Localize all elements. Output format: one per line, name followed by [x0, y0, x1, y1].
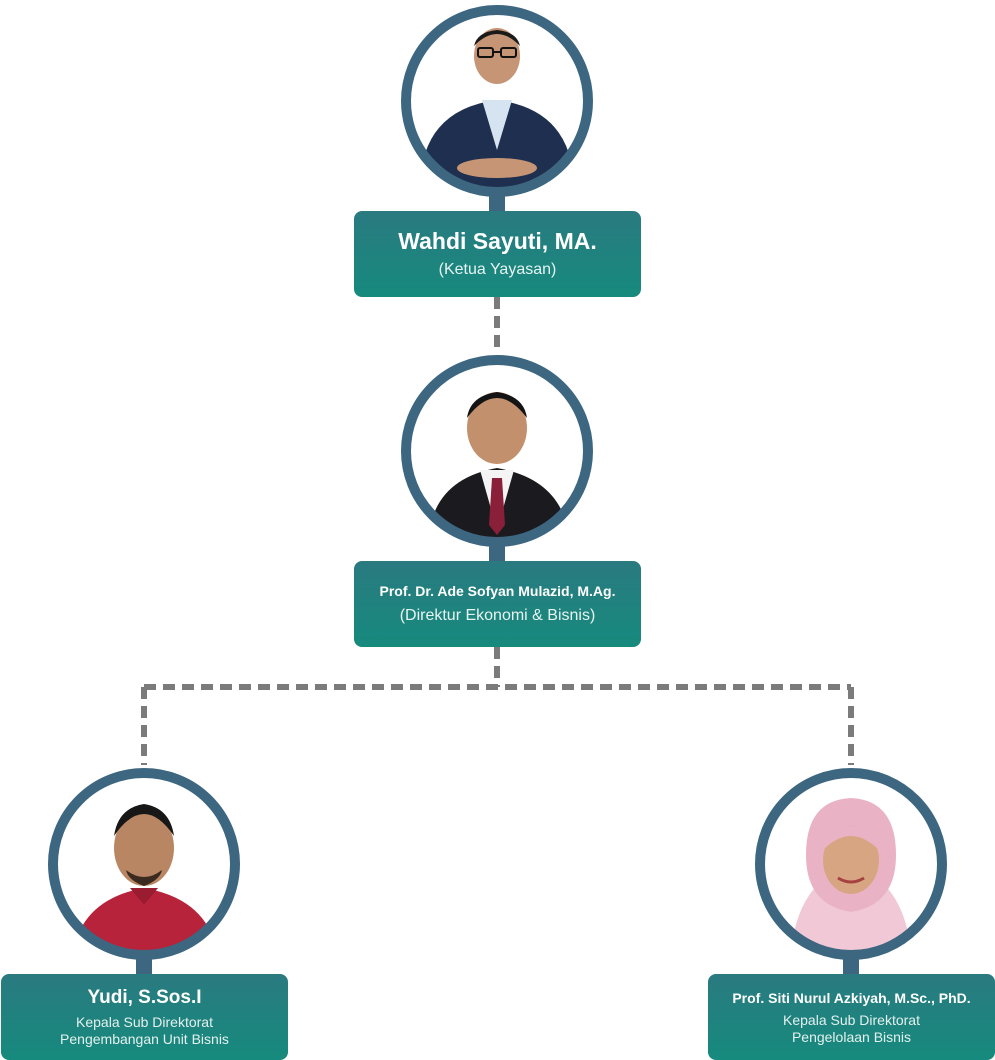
card-kasubdir-1: Yudi, S.Sos.I Kepala Sub Direktorat Peng…: [1, 974, 288, 1060]
card-direktur: Prof. Dr. Ade Sofyan Mulazid, M.Ag. (Dir…: [354, 561, 641, 647]
person-role-line1: Kepala Sub Direktorat: [76, 1014, 213, 1030]
connectors: [141, 297, 854, 765]
photo-direktur: [401, 355, 593, 561]
person-icon: [420, 28, 574, 188]
person-name: Wahdi Sayuti, MA.: [398, 228, 597, 254]
person-name: Prof. Siti Nurul Azkiyah, M.Sc., PhD.: [732, 990, 971, 1006]
card-kasubdir-2: Prof. Siti Nurul Azkiyah, M.Sc., PhD. Ke…: [708, 974, 995, 1060]
person-name: Prof. Dr. Ade Sofyan Mulazid, M.Ag.: [379, 583, 616, 599]
person-role-line1: Kepala Sub Direktorat: [783, 1012, 920, 1028]
photo-kasubdir-1: [48, 768, 240, 974]
person-hijab-icon: [790, 798, 912, 951]
person-role: (Direktur Ekonomi & Bisnis): [399, 607, 596, 624]
photo-kasubdir-2: [755, 768, 947, 974]
person-role: (Ketua Yayasan): [438, 261, 557, 278]
person-icon: [428, 392, 570, 538]
person-role-line2: Pengelolaan Bisnis: [791, 1029, 912, 1045]
photo-ketua: [401, 5, 593, 211]
card-ketua: Wahdi Sayuti, MA. (Ketua Yayasan): [354, 211, 641, 297]
person-name: Yudi, S.Sos.I: [87, 987, 202, 1008]
person-role-line2: Pengembangan Unit Bisnis: [60, 1031, 229, 1047]
